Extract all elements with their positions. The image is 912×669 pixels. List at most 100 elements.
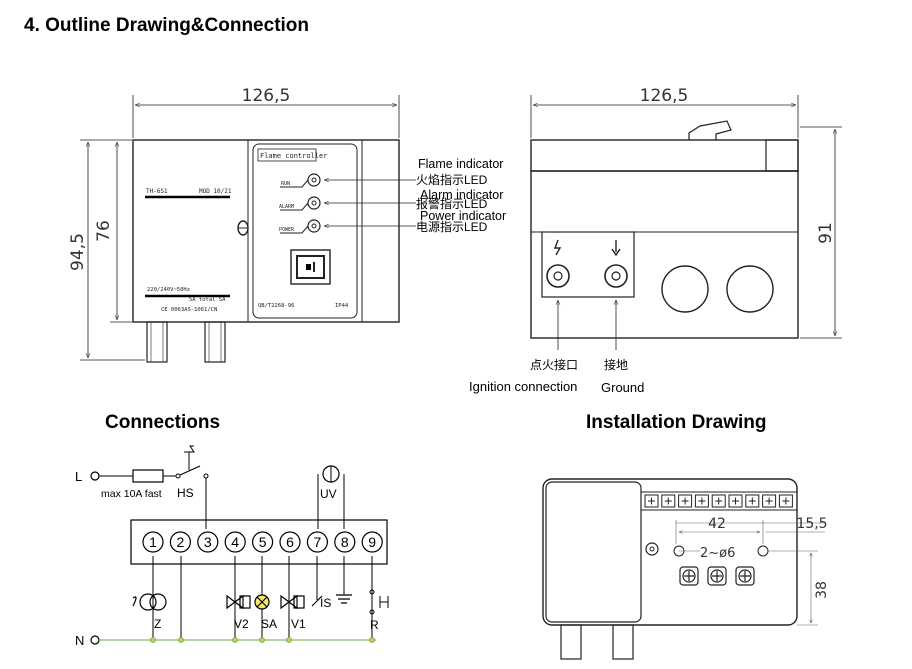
section-title: 4. Outline Drawing&Connection — [24, 15, 310, 36]
screw-icon — [698, 497, 706, 505]
side-height-dim: 91 — [816, 222, 836, 244]
screw-icon — [664, 497, 672, 505]
front-width-dim: 126,5 — [242, 86, 291, 106]
rating-label: 220/240V~50Hz — [147, 287, 190, 293]
terminal-2-label: 2 — [177, 534, 185, 550]
cable-gland-front-left — [661, 265, 709, 313]
terminal-5-circle — [252, 531, 274, 553]
terminal-8-circle — [334, 531, 356, 553]
terminal-9-circle — [361, 531, 383, 553]
din-terminal-icons — [679, 566, 755, 586]
led-tag-run: RUN — [281, 181, 290, 187]
front-view — [80, 95, 416, 363]
alarm-indicator-en: Alarm indicator — [420, 188, 503, 202]
cert-label: CE 0063AS-1061/CN — [161, 307, 217, 313]
terminal-7-circle — [306, 531, 328, 553]
led-power-icon — [280, 219, 321, 234]
screw-icon — [681, 497, 689, 505]
terminal-7-label: 7 — [314, 534, 322, 550]
led-alarm-icon — [280, 196, 321, 211]
terminal-strip — [130, 519, 388, 565]
screw-icon — [648, 497, 655, 505]
flame-indicator-cn: 火焰指示LED — [416, 172, 488, 187]
led-tag-power: POWER — [279, 227, 295, 233]
ignition-en: Ignition connection — [469, 379, 577, 394]
hs-switch-icon — [179, 465, 201, 476]
terminal-8-label: 8 — [341, 534, 349, 550]
standard-label: QB/T2268-96 — [258, 303, 294, 309]
reset-button-icon — [290, 249, 331, 285]
terminal-4-label: 4 — [231, 534, 239, 550]
ground-symbol-icon — [611, 240, 621, 257]
junction-dots — [150, 637, 375, 643]
z-label: Z — [154, 617, 161, 631]
screw-icon — [782, 497, 790, 505]
front-height-inner-dim: 76 — [94, 220, 114, 242]
valve-v2-icon — [226, 594, 251, 610]
valve-v1-icon — [280, 594, 305, 610]
terminal-3-label: 3 — [204, 534, 212, 550]
top-terminal-row — [644, 494, 793, 508]
ignition-transformer-icon — [132, 593, 167, 611]
led-tag-alarm: ALARM — [279, 204, 294, 210]
ignition-terminal-icon — [546, 264, 570, 288]
alarm-indicator-cn: 报警指示LED — [416, 196, 488, 211]
terminal-9-label: 9 — [368, 534, 376, 550]
is-label: IS — [320, 596, 331, 610]
ground-terminal-icon — [604, 264, 628, 288]
terminal-5-label: 5 — [259, 534, 267, 550]
cable-gland-right — [204, 321, 226, 363]
terminal-1-circle — [142, 531, 164, 553]
side-width-dim: 126,5 — [640, 86, 689, 106]
ground-icon — [336, 594, 352, 604]
sa-label: SA — [261, 617, 277, 631]
power-indicator-en: Power indicator — [420, 209, 506, 223]
cable-gland-left — [146, 321, 168, 363]
led-run-icon — [280, 173, 321, 188]
current-label: 5A total 5A — [189, 297, 226, 303]
power-indicator-cn: 电源指示LED — [416, 219, 488, 234]
cable-gland-front-right — [726, 265, 774, 313]
installation-title: Installation Drawing — [586, 412, 767, 433]
label-N: N — [75, 633, 84, 648]
installation-drawing — [542, 478, 825, 660]
label-L: L — [75, 469, 82, 484]
v1-label: V1 — [291, 617, 306, 631]
inst-dim-42: 42 — [708, 516, 726, 532]
terminal-4-circle — [224, 531, 246, 553]
connections-title: Connections — [105, 412, 221, 433]
terminal-1-label: 1 — [149, 534, 157, 550]
front-height-outer-dim: 94,5 — [68, 233, 88, 271]
model-left: TH-6S1 — [146, 188, 168, 195]
terminal-6-circle — [279, 531, 301, 553]
inst-holes: 2~ø6 — [700, 546, 735, 561]
inst-dim-38: 38 — [814, 581, 830, 599]
inst-dim-155: 15,5 — [796, 516, 827, 532]
screw-icon — [765, 497, 773, 505]
model-right: MOD 10/21 — [199, 188, 232, 195]
uv-label: UV — [320, 487, 337, 501]
v2-label: V2 — [234, 617, 249, 631]
ignition-symbol-icon — [553, 239, 562, 256]
screw-icon — [732, 497, 739, 505]
ignition-cn: 点火接口 — [530, 357, 578, 372]
ground-en: Ground — [601, 380, 644, 395]
terminal-2-circle — [169, 531, 191, 553]
fuse-label: max 10A fast — [101, 488, 162, 500]
panel-title: Flame controller — [260, 152, 327, 160]
terminal-group: 1 2 3 4 5 6 7 8 9 — [142, 531, 383, 553]
screw-icon — [748, 497, 756, 505]
ground-cn: 接地 — [604, 357, 628, 372]
hs-label: HS — [177, 486, 194, 500]
flame-indicator-en: Flame indicator — [418, 157, 503, 171]
r-label: R — [370, 618, 379, 632]
ip-label: IP44 — [335, 303, 349, 309]
fuse-icon — [132, 469, 164, 483]
wiring-diagram — [90, 445, 389, 645]
side-view — [530, 95, 842, 350]
terminal-6-label: 6 — [286, 534, 294, 550]
terminal-3-circle — [197, 531, 219, 553]
alarm-lamp-icon — [254, 594, 270, 610]
screw-icon — [715, 497, 723, 505]
